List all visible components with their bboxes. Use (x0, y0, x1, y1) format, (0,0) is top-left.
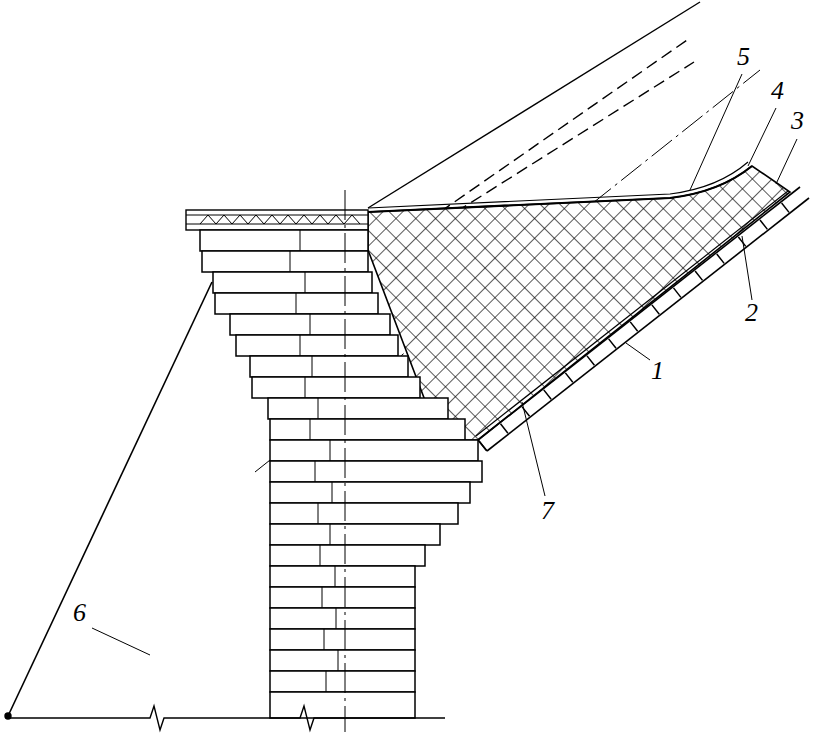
callout-number: 6 (72, 600, 87, 626)
callout-number: 4 (770, 78, 785, 104)
callout-number: 2 (744, 300, 759, 326)
callout-number: 5 (736, 44, 751, 70)
callout-number: 3 (790, 108, 805, 134)
callout-number: 7 (540, 498, 555, 524)
callout-number: 1 (650, 358, 665, 384)
